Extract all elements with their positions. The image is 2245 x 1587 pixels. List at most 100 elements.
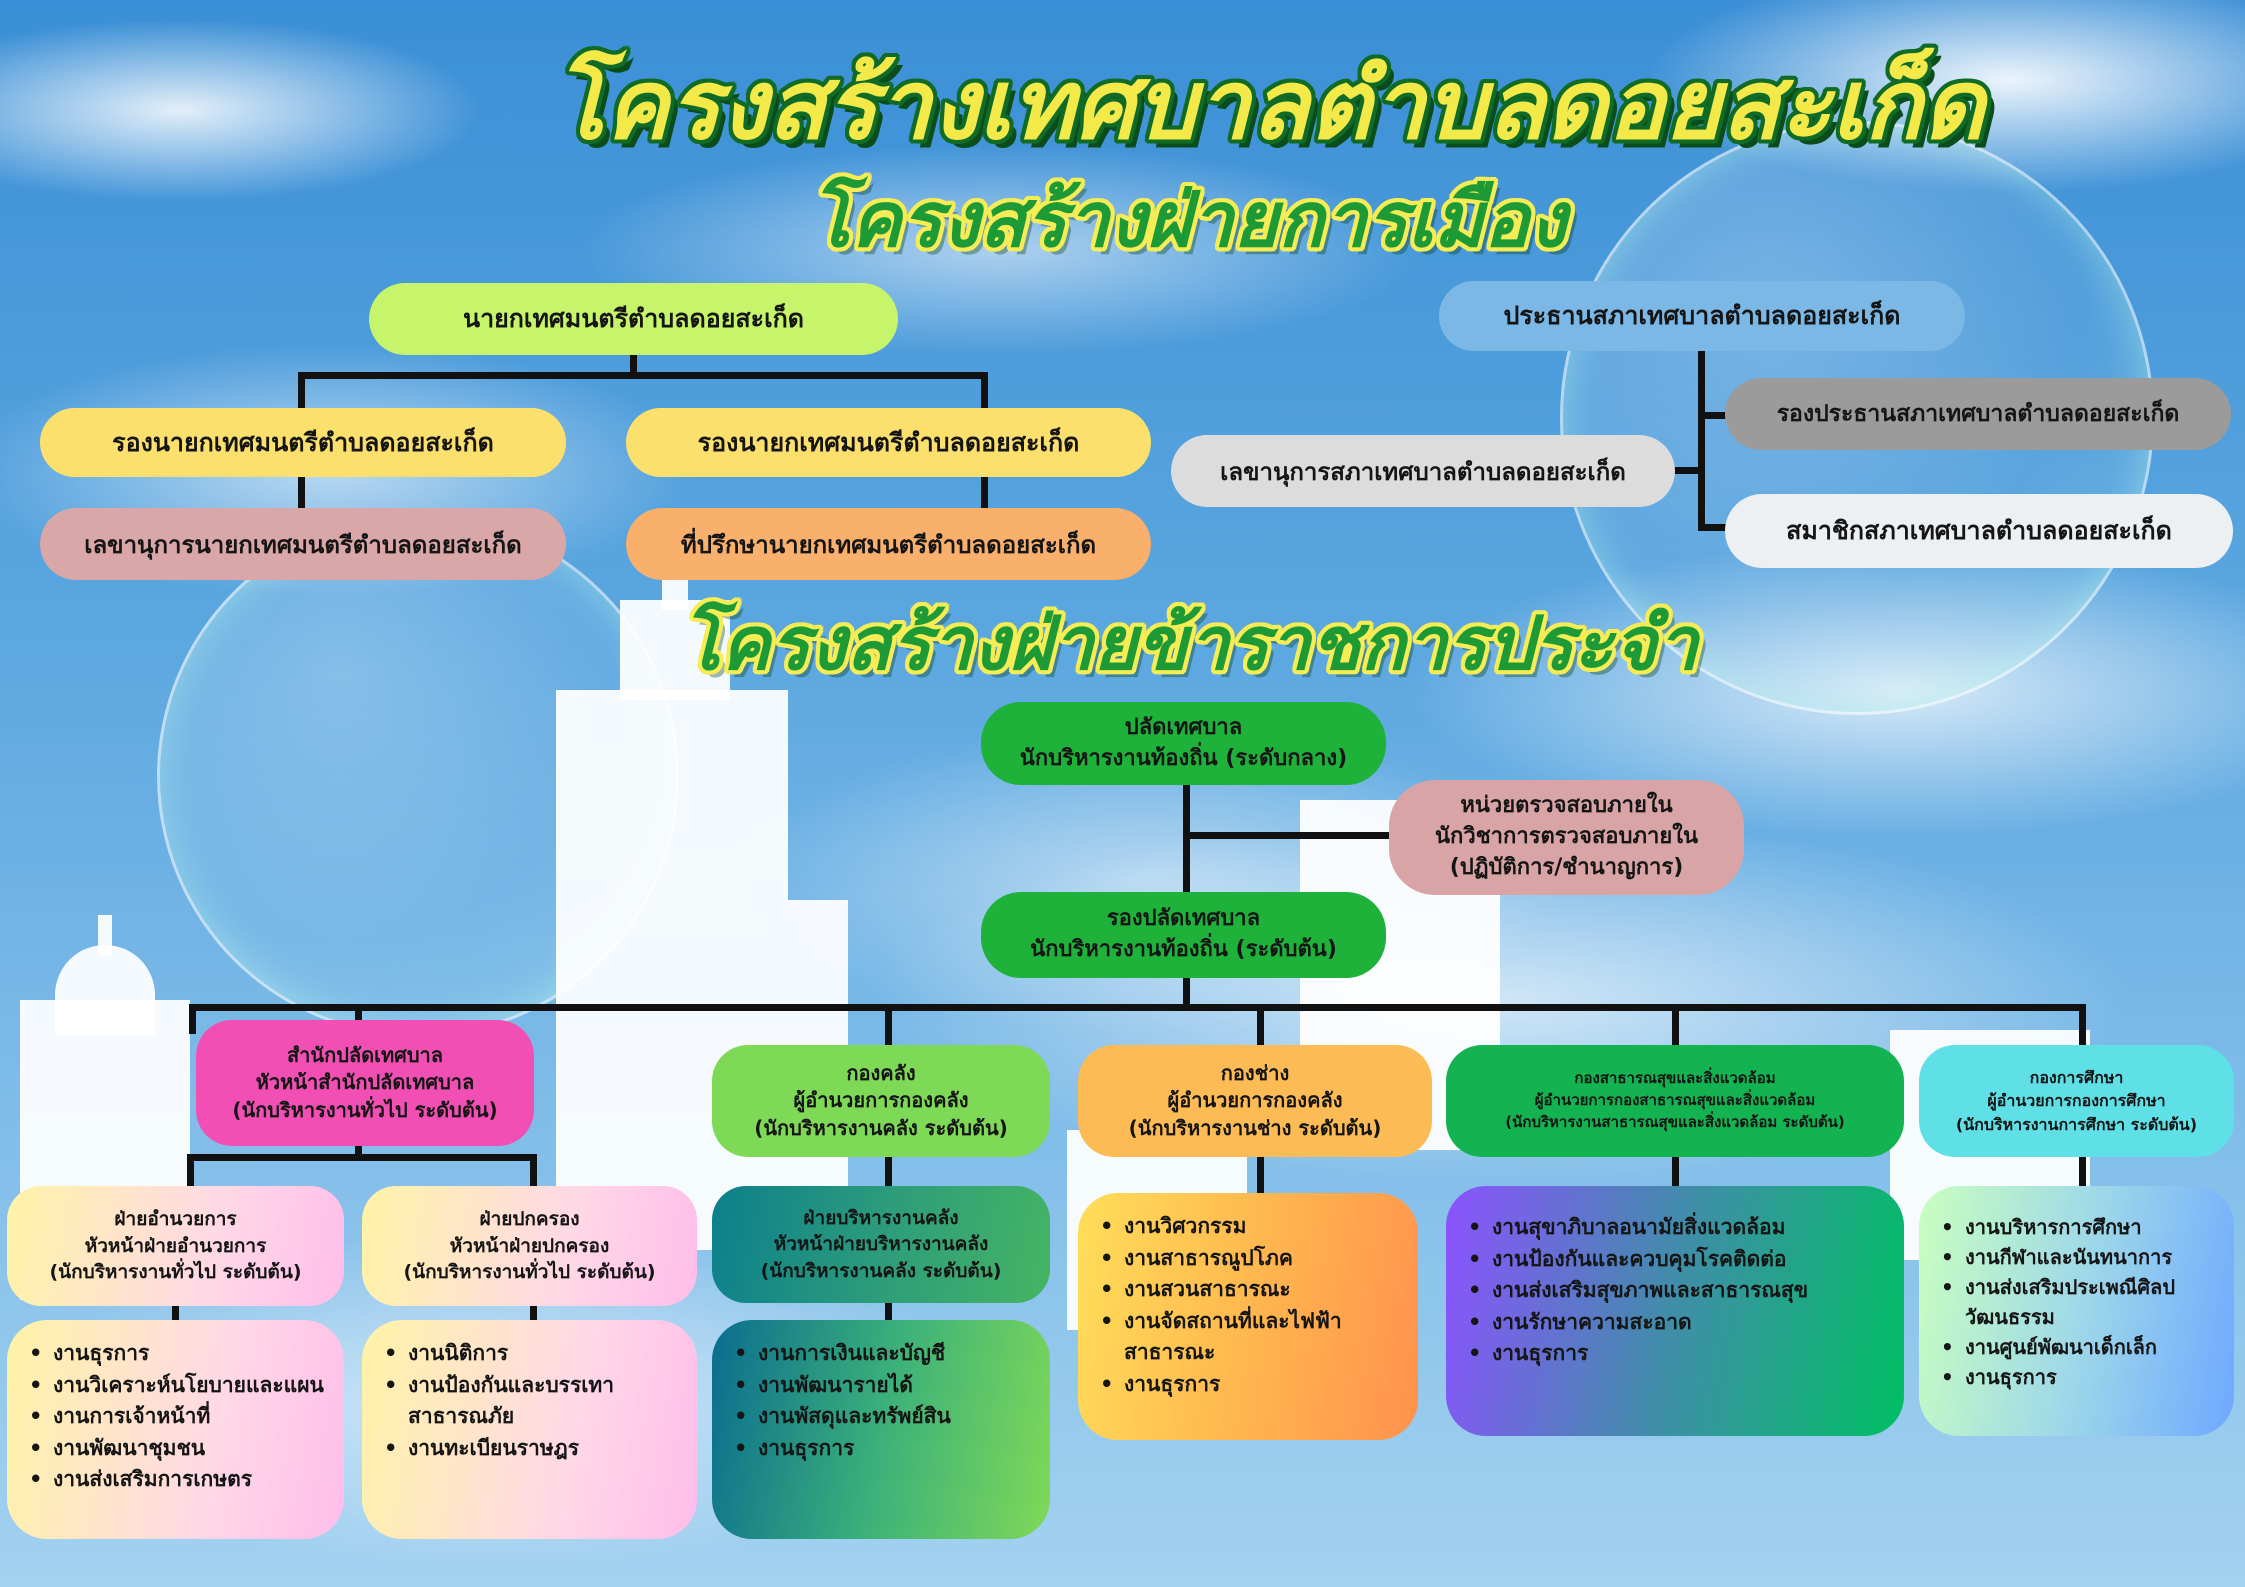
building-silhouette (55, 945, 155, 1035)
task-list-finance: งานการเงินและบัญชี งานพัฒนารายได้ งานพัส… (712, 1320, 1050, 1539)
section-name: ฝ่ายบริหารงานคลัง (803, 1206, 959, 1229)
council-president-box: ประธานสภาเทศบาลตำบลดอยสะเก็ด (1439, 281, 1965, 351)
deputy-mayor-box-1: รองนายกเทศมนตรีตำบลดอยสะเก็ด (40, 408, 566, 477)
deputy-mayor-box-2: รองนายกเทศมนตรีตำบลดอยสะเก็ด (626, 408, 1151, 477)
task-item: งานนิติการ (384, 1338, 683, 1370)
dept-name: กองช่าง (1220, 1060, 1290, 1085)
dept-head: หัวหน้าสำนักปลัดเทศบาล (255, 1070, 475, 1095)
connector-line (298, 372, 988, 379)
dept-engineering-box: กองช่าง ผู้อำนวยการกองคลัง (นักบริหารงาน… (1078, 1045, 1432, 1157)
dept-level: (นักบริหารงานคลัง ระดับต้น) (754, 1115, 1008, 1140)
connector-line (1672, 1155, 1679, 1190)
deputy-mayor-label: รองนายกเทศมนตรีตำบลดอยสะเก็ด (112, 427, 494, 457)
section-head: หัวหน้าฝ่ายอำนวยการ (84, 1234, 267, 1257)
connector-line (1698, 351, 1705, 531)
connector-line (1698, 412, 1728, 419)
mayor-secretary-box: เลขานุการนายกเทศมนตรีตำบลดอยสะเก็ด (40, 508, 566, 580)
connector-line (1183, 832, 1393, 839)
mayor-advisor-box: ที่ปรึกษานายกเทศมนตรีตำบลดอยสะเก็ด (626, 508, 1151, 580)
task-list-governance: งานนิติการ งานป้องกันและบรรเทาสาธารณภัย … (362, 1320, 697, 1539)
connector-line (172, 1304, 179, 1324)
clerk-title: ปลัดเทศบาล (1124, 714, 1243, 740)
dept-head: ผู้อำนวยการกองการศึกษา (1987, 1091, 2166, 1111)
task-item: งานธุรการ (1100, 1369, 1404, 1401)
task-item: งานวิเคราะห์นโยบายและแผน (29, 1370, 330, 1402)
council-president-label: ประธานสภาเทศบาลตำบลดอยสะเก็ด (1503, 301, 1901, 330)
section-level: (นักบริหารงานคลัง ระดับต้น) (760, 1259, 1002, 1282)
mayor-secretary-label: เลขานุการนายกเทศมนตรีตำบลดอยสะเก็ด (84, 530, 522, 559)
connector-line (1672, 467, 1702, 474)
deputy-clerk-title: รองปลัดเทศบาล (1106, 906, 1261, 932)
dept-name: กองคลัง (846, 1060, 916, 1085)
mayor-box: นายกเทศมนตรีตำบลดอยสะเก็ด (369, 283, 898, 355)
deputy-clerk-box: รองปลัดเทศบาล นักบริหารงานท้องถิ่น (ระดั… (981, 892, 1386, 978)
dept-level: (นักบริหารงานช่าง ระดับต้น) (1128, 1115, 1382, 1140)
council-members-label: สมาชิกสภาเทศบาลตำบลดอยสะเก็ด (1786, 516, 2172, 545)
connector-line (885, 1004, 892, 1049)
dept-level: (นักบริหารงานสาธารณสุขและสิ่งแวดล้อม ระด… (1505, 1112, 1845, 1131)
task-item: งานศูนย์พัฒนาเด็กเล็ก (1941, 1332, 2220, 1362)
connector-line (530, 1154, 537, 1190)
dept-name: กองสาธารณสุขและสิ่งแวดล้อม (1574, 1069, 1776, 1088)
task-item: งานพัฒนารายได้ (734, 1370, 1036, 1402)
council-secretary-box: เลขานุการสภาเทศบาลตำบลดอยสะเก็ด (1171, 435, 1675, 507)
task-item: งานธุรการ (734, 1433, 1036, 1465)
connector-line (885, 1155, 892, 1190)
section-level: (นักบริหารงานทั่วไป ระดับต้น) (403, 1261, 656, 1284)
task-item: งานทะเบียนราษฎร (384, 1433, 683, 1465)
connector-line (1257, 1155, 1264, 1197)
dept-level: (นักบริหารงานการศึกษา ระดับต้น) (1955, 1114, 2198, 1134)
deputy-mayor-label: รองนายกเทศมนตรีตำบลดอยสะเก็ด (697, 427, 1080, 457)
task-item: งานสาธารณูปโภค (1100, 1243, 1404, 1275)
task-item: งานวิศวกรรม (1100, 1211, 1404, 1243)
dept-level: (นักบริหารงานทั่วไป ระดับต้น) (232, 1097, 498, 1122)
connector-line (355, 1144, 362, 1160)
task-item: งานกีฬาและนันทนาการ (1941, 1242, 2220, 1272)
task-list-education: งานบริหารการศึกษา งานกีฬาและนันทนาการ งา… (1919, 1186, 2234, 1436)
dept-name: กองการศึกษา (2029, 1068, 2124, 1088)
task-list-admin: งานธุรการ งานวิเคราะห์นโยบายและแผน งานกา… (7, 1320, 344, 1539)
section-admin-box: ฝ่ายอำนวยการ หัวหน้าฝ่ายอำนวยการ (นักบริ… (7, 1186, 344, 1306)
internal-audit-level: (ปฏิบัติการ/ชำนาญการ) (1449, 854, 1684, 880)
dept-head: ผู้อำนวยการกองคลัง (1167, 1088, 1343, 1113)
connector-line (2079, 1004, 2086, 1049)
section-finance-admin-box: ฝ่ายบริหารงานคลัง หัวหน้าฝ่ายบริหารงานคล… (712, 1186, 1050, 1303)
connector-line (630, 355, 637, 379)
deputy-clerk-position: นักบริหารงานท้องถิ่น (ระดับต้น) (1030, 937, 1337, 962)
council-vice-president-box: รองประธานสภาเทศบาลตำบลดอยสะเก็ด (1725, 378, 2231, 450)
internal-audit-box: หน่วยตรวจสอบภายใน นักวิชาการตรวจสอบภายใน… (1389, 780, 1744, 895)
task-item: งานบริหารการศึกษา (1941, 1212, 2220, 1242)
section-name: ฝ่ายปกครอง (479, 1208, 580, 1231)
connector-line (530, 1304, 537, 1324)
task-item: งานส่งเสริมสุขภาพและสาธารณสุข (1468, 1275, 1890, 1307)
task-item: งานป้องกันและควบคุมโรคติดต่อ (1468, 1244, 1890, 1276)
council-vice-president-label: รองประธานสภาเทศบาลตำบลดอยสะเก็ด (1776, 401, 2180, 427)
task-item: งานสวนสาธารณะ (1100, 1274, 1404, 1306)
connector-line (1672, 1004, 1679, 1049)
dept-office-box: สำนักปลัดเทศบาล หัวหน้าสำนักปลัดเทศบาล (… (196, 1020, 534, 1146)
mayor-label: นายกเทศมนตรีตำบลดอยสะเก็ด (462, 304, 804, 333)
mayor-advisor-label: ที่ปรึกษานายกเทศมนตรีตำบลดอยสะเก็ด (680, 530, 1097, 559)
building-silhouette (620, 600, 730, 700)
dept-education-box: กองการศึกษา ผู้อำนวยการกองการศึกษา (นักบ… (1919, 1045, 2234, 1157)
task-item: งานสุขาภิบาลอนามัยสิ่งแวดล้อม (1468, 1212, 1890, 1244)
section-level: (นักบริหารงานทั่วไป ระดับต้น) (49, 1261, 302, 1284)
connector-line (1698, 524, 1728, 531)
building-silhouette (556, 690, 788, 1250)
task-item: งานพัฒนาชุมชน (29, 1433, 330, 1465)
task-list-health: งานสุขาภิบาลอนามัยสิ่งแวดล้อม งานป้องกัน… (1446, 1186, 1904, 1436)
dept-head: ผู้อำนวยการกองสาธารณสุขและสิ่งแวดล้อม (1534, 1091, 1816, 1110)
task-item: งานธุรการ (1941, 1362, 2220, 1392)
connector-line (355, 1004, 362, 1024)
task-item: งานส่งเสริมประเพณีศิลปวัฒนธรรม (1941, 1272, 2220, 1332)
dept-health-box: กองสาธารณสุขและสิ่งแวดล้อม ผู้อำนวยการกอ… (1446, 1045, 1904, 1157)
connector-line (885, 1300, 892, 1324)
section-name: ฝ่ายอำนวยการ (114, 1208, 237, 1231)
task-item: งานธุรการ (29, 1338, 330, 1370)
internal-audit-position: นักวิชาการตรวจสอบภายใน (1435, 824, 1698, 850)
dept-finance-box: กองคลัง ผู้อำนวยการกองคลัง (นักบริหารงาน… (712, 1045, 1050, 1157)
dept-name: สำนักปลัดเทศบาล (286, 1042, 444, 1067)
task-item: งานรักษาความสะอาด (1468, 1307, 1890, 1339)
task-item: งานจัดสถานที่และไฟฟ้าสาธารณะ (1100, 1306, 1404, 1369)
